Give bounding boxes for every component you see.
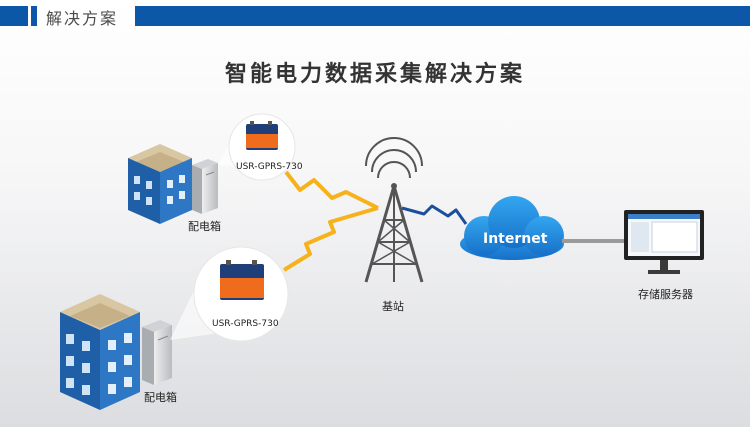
cabinet-bottom-label: 配电箱 xyxy=(144,391,177,404)
header-accent-block xyxy=(0,6,28,26)
internet-cloud-icon xyxy=(460,196,564,260)
server-label: 存储服务器 xyxy=(638,288,693,301)
device-bottom xyxy=(193,246,289,342)
device-top-label: USR-GPRS-730 xyxy=(236,162,303,172)
link-tower-internet xyxy=(401,204,468,225)
tower-label: 基站 xyxy=(382,300,404,313)
wireless-link-bottom xyxy=(282,206,379,272)
base-station-tower-icon xyxy=(364,137,424,283)
building-top-icon xyxy=(128,144,192,224)
building-bottom-icon xyxy=(60,294,140,410)
header-accent-stripe xyxy=(31,6,37,26)
device-bottom-label: USR-GPRS-730 xyxy=(212,319,279,329)
storage-server-monitor-icon xyxy=(624,210,704,274)
header-bar xyxy=(135,6,750,26)
cabinet-top-icon xyxy=(192,159,218,214)
page-title: 智能电力数据采集解决方案 xyxy=(224,62,525,87)
section-title: 解决方案 xyxy=(46,9,119,28)
cabinet-top-label: 配电箱 xyxy=(188,220,221,233)
wireless-link-top xyxy=(284,170,379,210)
internet-label: Internet xyxy=(483,231,548,247)
device-top xyxy=(228,113,296,181)
cabinet-bottom-icon xyxy=(142,320,172,385)
